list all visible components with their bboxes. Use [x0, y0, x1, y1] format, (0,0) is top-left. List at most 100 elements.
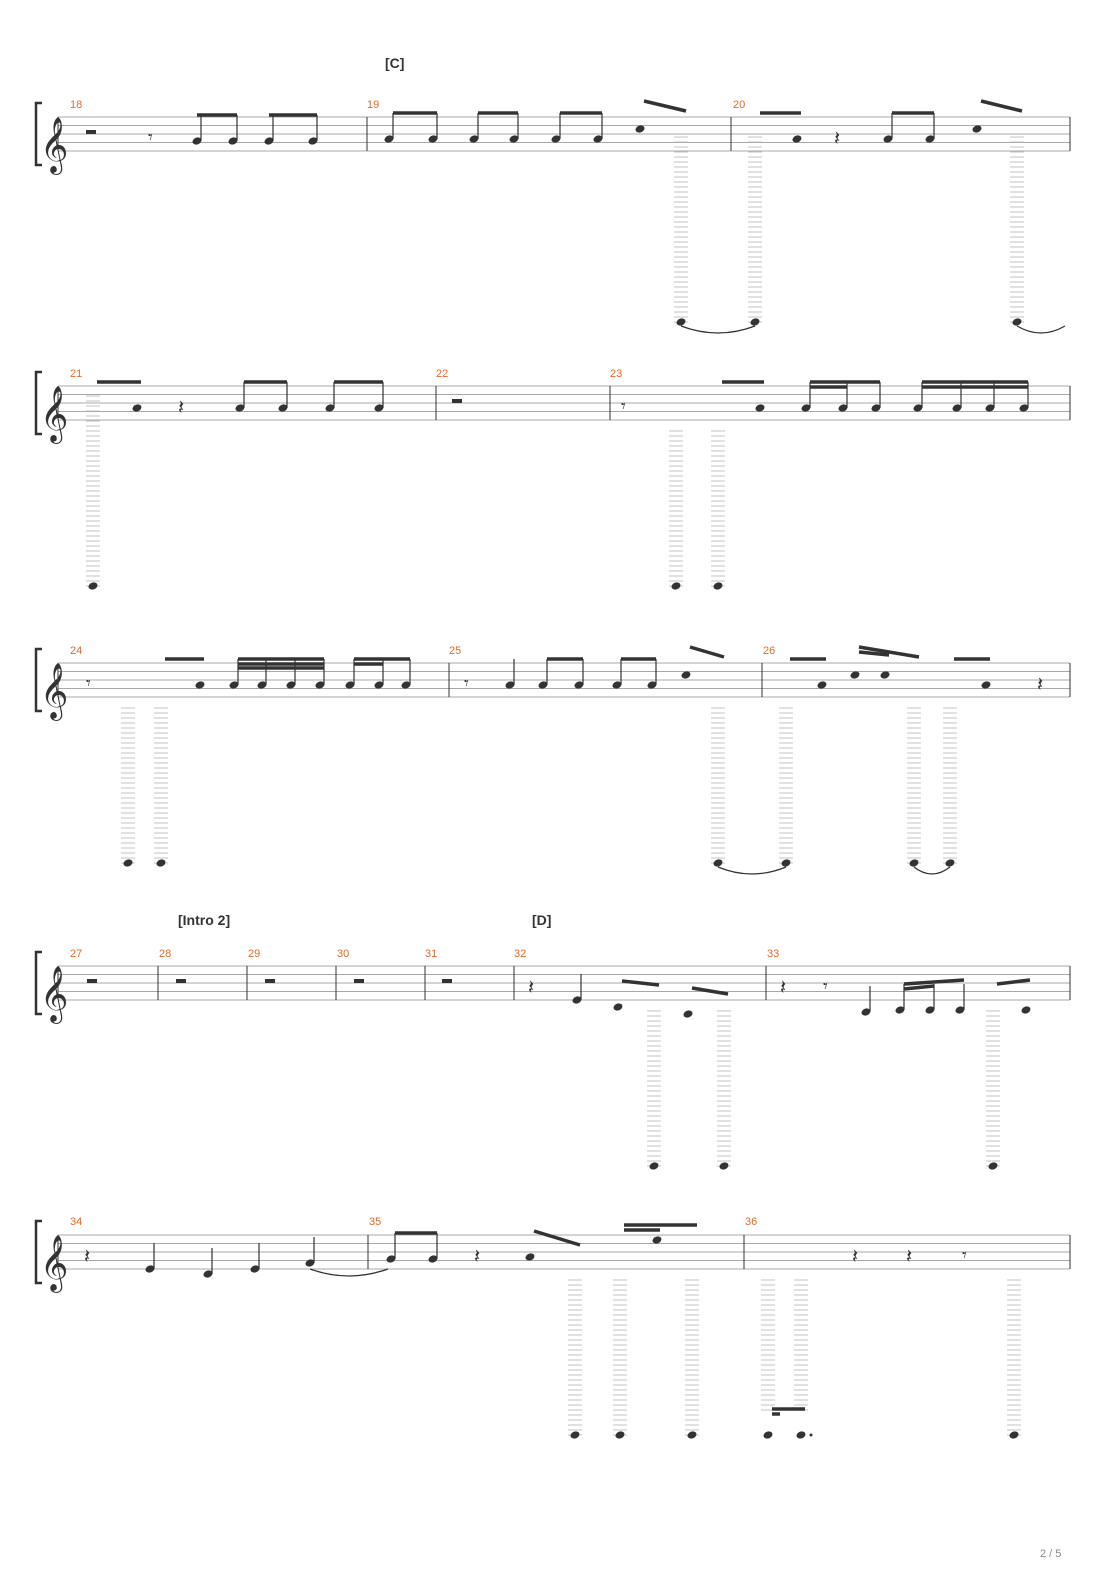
notehead [750, 318, 760, 326]
notehead [861, 1008, 871, 1016]
tie [913, 866, 951, 875]
measure-number: 21 [70, 368, 82, 380]
notehead [228, 137, 238, 145]
beam [621, 979, 660, 987]
beam [996, 978, 1031, 986]
section-marker-intro-2: [Intro 2] [178, 912, 230, 928]
notehead [792, 135, 802, 143]
notehead [278, 404, 288, 412]
notehead [305, 1259, 315, 1267]
notehead [345, 681, 355, 689]
measure-number: 19 [367, 99, 379, 111]
measure-number: 35 [369, 1216, 381, 1228]
notehead [1009, 1431, 1019, 1439]
tie [1016, 325, 1066, 334]
notehead [909, 859, 919, 867]
notehead [671, 582, 681, 590]
notehead [647, 681, 657, 689]
notehead [132, 404, 142, 412]
notehead [755, 404, 765, 412]
measure-number: 29 [248, 948, 260, 960]
notehead [1021, 1006, 1031, 1014]
notehead [538, 681, 548, 689]
notehead [469, 135, 479, 143]
notehead [652, 1236, 662, 1244]
notehead [880, 671, 890, 679]
beam [643, 99, 687, 113]
quarter-rest: 𝄽 [178, 395, 184, 419]
half-rest [442, 979, 452, 983]
treble-clef-icon: 𝄞 [40, 117, 68, 175]
notehead [235, 404, 245, 412]
notehead [883, 135, 893, 143]
notehead [649, 1162, 659, 1170]
measure-number: 18 [70, 99, 82, 111]
notehead [972, 125, 982, 133]
notehead [145, 1265, 155, 1273]
notehead [763, 1431, 773, 1439]
notehead [612, 681, 622, 689]
notehead [192, 137, 202, 145]
eighth-rest: 𝄾 [962, 1245, 967, 1266]
notehead [505, 681, 515, 689]
notehead [286, 681, 296, 689]
notehead [401, 681, 411, 689]
quarter-rest: 𝄽 [474, 1244, 480, 1268]
beam [980, 99, 1023, 113]
measure-number: 26 [763, 645, 775, 657]
notehead [551, 135, 561, 143]
measure-number: 25 [449, 645, 461, 657]
beam [533, 1229, 581, 1247]
treble-clef-icon: 𝄞 [40, 386, 68, 444]
notehead [574, 681, 584, 689]
measure-number: 20 [733, 99, 745, 111]
notehead [572, 996, 582, 1004]
notehead [250, 1265, 260, 1273]
notehead [384, 135, 394, 143]
quarter-rest: 𝄽 [1037, 672, 1043, 696]
notehead [315, 681, 325, 689]
notehead [229, 681, 239, 689]
section-marker-c: [C] [385, 55, 404, 71]
notehead [817, 681, 827, 689]
system-bracket [34, 1219, 42, 1285]
measure-number: 24 [70, 645, 82, 657]
notehead [264, 137, 274, 145]
notehead [386, 1255, 396, 1263]
notehead [88, 582, 98, 590]
system-bracket [34, 370, 42, 436]
tie [717, 866, 787, 875]
notehead [981, 681, 991, 689]
notehead [713, 859, 723, 867]
eighth-rest: 𝄾 [823, 976, 828, 997]
eighth-rest: 𝄾 [86, 673, 91, 694]
half-rest [87, 979, 97, 983]
eighth-rest: 𝄾 [464, 673, 469, 694]
notehead [781, 859, 791, 867]
treble-clef-icon: 𝄞 [40, 663, 68, 721]
measure-number: 33 [767, 948, 779, 960]
quarter-rest: 𝄽 [780, 975, 786, 999]
notehead [913, 404, 923, 412]
notehead [195, 681, 205, 689]
notehead [676, 318, 686, 326]
notehead [615, 1431, 625, 1439]
half-rest [86, 130, 96, 134]
notehead [687, 1431, 697, 1439]
half-rest [354, 979, 364, 983]
measure-number: 22 [436, 368, 448, 380]
system-bracket [34, 101, 42, 167]
notehead [593, 135, 603, 143]
notehead [1019, 404, 1029, 412]
notehead [985, 404, 995, 412]
notehead [925, 1006, 935, 1014]
measure-number: 23 [610, 368, 622, 380]
notehead [257, 681, 267, 689]
notehead [713, 582, 723, 590]
notehead [850, 671, 860, 679]
notehead [635, 125, 645, 133]
beam [858, 650, 890, 657]
treble-clef-icon: 𝄞 [40, 1235, 68, 1293]
notehead [838, 404, 848, 412]
